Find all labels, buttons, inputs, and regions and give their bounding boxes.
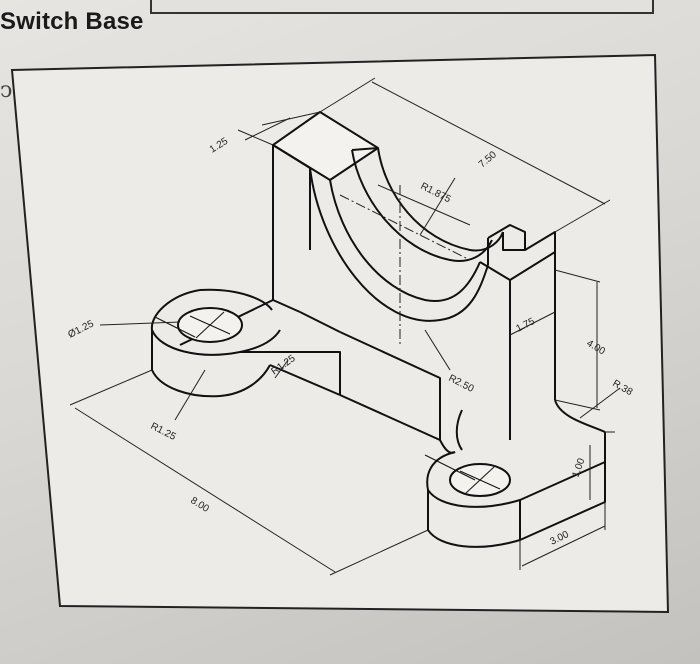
pen-mark: ↄ xyxy=(0,78,13,103)
hole-centerlines xyxy=(154,311,501,494)
figure-title: Switch Base xyxy=(0,8,144,35)
previous-figure-frame xyxy=(150,0,654,14)
dimension-lines xyxy=(69,77,621,576)
